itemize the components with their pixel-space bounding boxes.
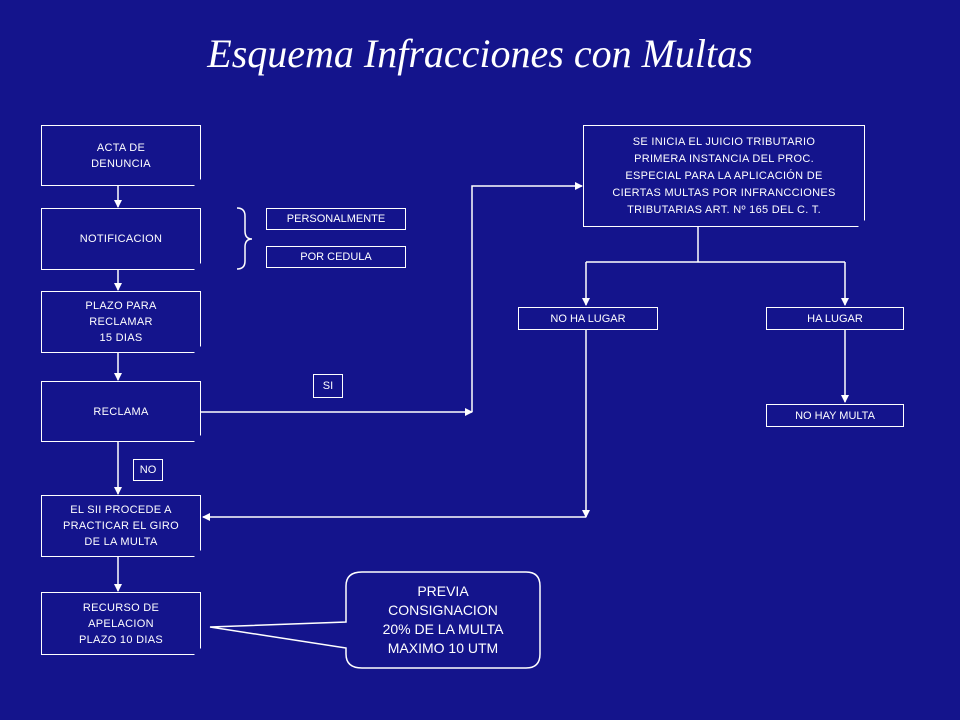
node-acta-de-denuncia: ACTA DE DENUNCIA: [41, 125, 202, 187]
tag-por-cedula: POR CEDULA: [266, 246, 406, 268]
node-no-hay-multa: NO HAY MULTA: [766, 404, 904, 427]
label-si: SI: [313, 374, 343, 398]
node-recurso-apelacion: RECURSO DE APELACION PLAZO 10 DIAS: [41, 592, 202, 656]
callout-consignacion: PREVIA CONSIGNACION 20% DE LA MULTA MAXI…: [382, 583, 504, 656]
node-plazo-reclamar: PLAZO PARA RECLAMAR 15 DIAS: [41, 291, 202, 354]
page-title: Esquema Infracciones con Multas: [207, 31, 753, 76]
notificacion-brace-icon: [236, 207, 253, 270]
label-no: NO: [133, 459, 163, 481]
node-juicio-tributario: SE INICIA EL JUICIO TRIBUTARIO PRIMERA I…: [583, 125, 866, 228]
node-sii-giro: EL SII PROCEDE A PRACTICAR EL GIRO DE LA…: [41, 495, 202, 558]
callout-bubble: [209, 571, 541, 669]
node-no-ha-lugar: NO HA LUGAR: [518, 307, 658, 330]
arrow-reclama-juicio: [471, 182, 583, 412]
node-notificacion: NOTIFICACION: [41, 208, 202, 271]
node-ha-lugar: HA LUGAR: [766, 307, 904, 330]
tag-personalmente: PERSONALMENTE: [266, 208, 406, 230]
node-reclama: RECLAMA: [41, 381, 202, 443]
